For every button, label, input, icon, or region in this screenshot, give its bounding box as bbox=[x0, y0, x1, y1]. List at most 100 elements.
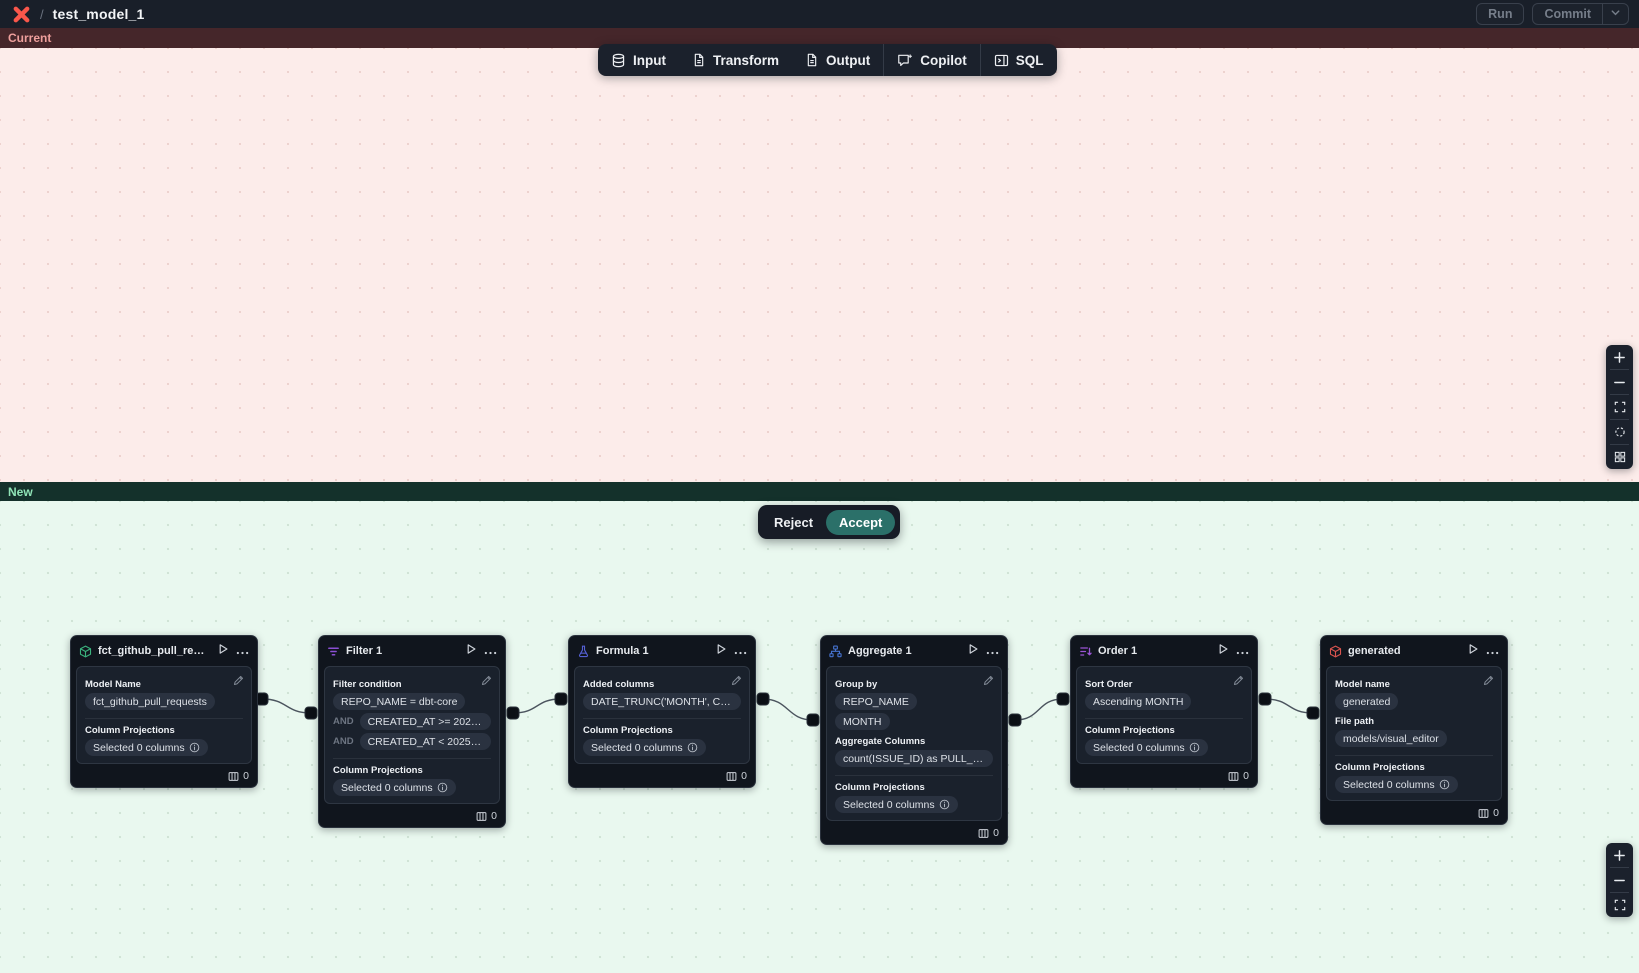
section-label: Column Projections bbox=[1085, 725, 1175, 736]
fit-view-button[interactable] bbox=[1606, 395, 1633, 419]
minus-icon bbox=[1613, 874, 1626, 887]
output-handle-filter_1[interactable] bbox=[506, 706, 520, 720]
section-label: Model name bbox=[1335, 679, 1390, 690]
new-canvas[interactable]: Reject Accept fct_github_pull_requestsMo… bbox=[0, 501, 1639, 973]
toolbar-button-copilot[interactable]: Copilot bbox=[884, 44, 980, 76]
toolbar-button-output[interactable]: Output bbox=[792, 44, 883, 76]
value-pill: generated bbox=[1335, 693, 1399, 710]
zoom-controls-current bbox=[1606, 345, 1633, 469]
node-menu-button[interactable] bbox=[484, 642, 497, 660]
edit-node-button[interactable] bbox=[233, 673, 244, 691]
run-node-button[interactable] bbox=[715, 642, 727, 660]
toolbar-button-sql[interactable]: SQL bbox=[981, 44, 1057, 76]
value-pill: count(ISSUE_ID) as PULL_REQUEST_... bbox=[835, 750, 993, 767]
node-header: Filter 1 bbox=[319, 636, 505, 665]
toolbar-button-label: Input bbox=[633, 52, 666, 68]
run-button[interactable]: Run bbox=[1476, 3, 1525, 25]
pill-row: Selected 0 columns bbox=[1335, 776, 1493, 793]
fit-view-icon bbox=[1614, 899, 1626, 911]
input-handle-formula_1[interactable] bbox=[554, 692, 568, 706]
zoom-out-button[interactable] bbox=[1606, 868, 1633, 892]
pill-row: REPO_NAME = dbt-core bbox=[333, 693, 491, 710]
output-handle-aggregate_1[interactable] bbox=[1008, 713, 1022, 727]
pill-text: fct_github_pull_requests bbox=[93, 695, 207, 708]
section-label: Filter condition bbox=[333, 679, 402, 690]
section-label: Aggregate Columns bbox=[835, 736, 926, 747]
pill-row: models/visual_editor bbox=[1335, 730, 1493, 747]
edit-node-button[interactable] bbox=[731, 673, 742, 691]
node-menu-button[interactable] bbox=[734, 642, 747, 660]
layout-grid-button[interactable] bbox=[1606, 445, 1633, 469]
input-handle-generated[interactable] bbox=[1306, 706, 1320, 720]
toolbar-button-transform[interactable]: Transform bbox=[679, 44, 792, 76]
zoom-panel-divider bbox=[1610, 444, 1629, 445]
node-header: fct_github_pull_requests bbox=[71, 636, 257, 665]
pill-row: DATE_TRUNC('MONTH', CREATED_AT... bbox=[583, 693, 741, 710]
dbt-logo-icon[interactable] bbox=[12, 5, 31, 24]
header-actions: Run Commit bbox=[1476, 3, 1629, 25]
node-title: generated bbox=[1348, 645, 1401, 657]
section-label: Column Projections bbox=[583, 725, 673, 736]
page-title: test_model_1 bbox=[52, 6, 145, 22]
node-menu-button[interactable] bbox=[1486, 642, 1499, 660]
zoom-in-button[interactable] bbox=[1606, 843, 1633, 867]
node-menu-button[interactable] bbox=[1236, 642, 1249, 660]
run-node-button[interactable] bbox=[217, 642, 229, 660]
pill-text: REPO_NAME = dbt-core bbox=[341, 695, 458, 708]
output-handle-formula_1[interactable] bbox=[756, 692, 770, 706]
edit-node-button[interactable] bbox=[1483, 673, 1494, 691]
zoom-in-button[interactable] bbox=[1606, 345, 1633, 369]
commit-button[interactable]: Commit bbox=[1544, 7, 1591, 21]
run-node-button[interactable] bbox=[1467, 642, 1479, 660]
node-menu-button[interactable] bbox=[986, 642, 999, 660]
run-node-button[interactable] bbox=[1217, 642, 1229, 660]
pill-text: Selected 0 columns bbox=[93, 741, 185, 754]
model-cube-icon bbox=[79, 645, 92, 658]
current-canvas[interactable] bbox=[0, 48, 1639, 482]
accept-button[interactable]: Accept bbox=[826, 509, 896, 535]
columns-count-icon bbox=[1478, 808, 1489, 819]
edit-node-button[interactable] bbox=[983, 673, 994, 691]
section-divider bbox=[333, 758, 491, 759]
value-pill: REPO_NAME = dbt-core bbox=[333, 693, 466, 710]
zoom-panel-divider bbox=[1610, 369, 1629, 370]
commit-dropdown-button[interactable] bbox=[1602, 4, 1628, 24]
reject-button[interactable]: Reject bbox=[774, 514, 814, 530]
zoom-out-button[interactable] bbox=[1606, 370, 1633, 394]
focus-button[interactable] bbox=[1606, 420, 1633, 444]
columns-count-icon bbox=[726, 771, 737, 782]
pill-row: generated bbox=[1335, 693, 1493, 710]
run-node-button[interactable] bbox=[465, 642, 477, 660]
node-title: Filter 1 bbox=[346, 645, 383, 657]
run-node-button[interactable] bbox=[967, 642, 979, 660]
node-menu-button[interactable] bbox=[236, 642, 249, 660]
node-footer: 0 bbox=[71, 768, 257, 787]
node-fct_github_pull_requests[interactable]: fct_github_pull_requestsModel Namefct_gi… bbox=[70, 635, 258, 788]
edit-node-button[interactable] bbox=[1233, 673, 1244, 691]
input-handle-filter_1[interactable] bbox=[304, 706, 318, 720]
ellipsis-icon bbox=[734, 651, 747, 655]
input-handle-order_1[interactable] bbox=[1056, 692, 1070, 706]
pill-row: Selected 0 columns bbox=[1085, 739, 1243, 756]
toolbar-button-input[interactable]: Input bbox=[598, 44, 679, 76]
edit-node-button[interactable] bbox=[481, 673, 492, 691]
node-header-actions bbox=[1217, 642, 1249, 660]
info-icon bbox=[189, 742, 200, 753]
input-handle-aggregate_1[interactable] bbox=[806, 713, 820, 727]
node-header: Aggregate 1 bbox=[821, 636, 1007, 665]
model-cube-icon bbox=[1329, 645, 1342, 658]
node-header-actions bbox=[1467, 642, 1499, 660]
output-handle-order_1[interactable] bbox=[1258, 692, 1272, 706]
section-divider bbox=[1085, 718, 1243, 719]
fit-view-button[interactable] bbox=[1606, 893, 1633, 917]
